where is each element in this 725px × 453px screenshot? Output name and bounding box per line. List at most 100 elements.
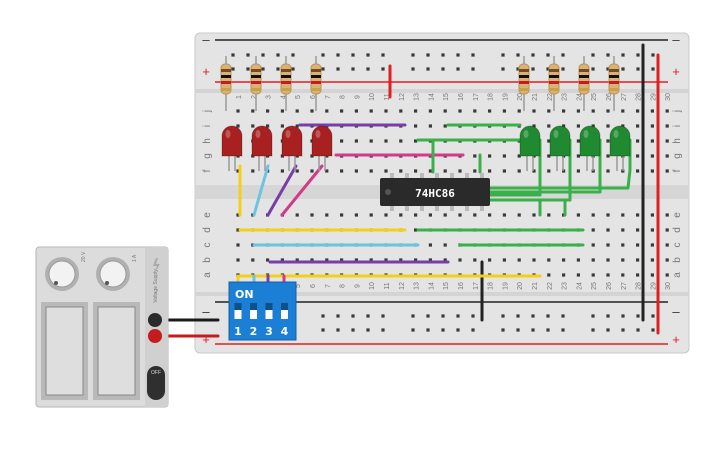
- resistor-band: [609, 81, 619, 84]
- rail-hole: [321, 67, 325, 71]
- column-number: 17: [473, 282, 480, 290]
- row-letter: d: [202, 227, 213, 233]
- display-panel-2: [97, 306, 136, 396]
- rail-hole: [606, 314, 610, 318]
- terminal-positive: [148, 329, 162, 343]
- breadboard-hole: [236, 258, 240, 262]
- rail-hole: [426, 328, 430, 332]
- breadboard-hole: [266, 109, 270, 113]
- breadboard-hole: [562, 109, 566, 113]
- column-number: 4: [280, 95, 287, 99]
- column-number: 10: [369, 282, 376, 290]
- resistor-band: [221, 81, 231, 84]
- breadboard-hole: [458, 213, 462, 217]
- wire-layer: [158, 43, 660, 338]
- rail-minus-sign: –: [672, 304, 680, 319]
- resistor-band: [549, 81, 559, 84]
- breadboard-hole: [502, 109, 506, 113]
- breadboard-hole: [606, 258, 610, 262]
- breadboard-hole: [428, 243, 432, 247]
- resistor-band: [519, 69, 529, 72]
- led-highlight: [523, 130, 529, 138]
- rail-hole: [291, 67, 295, 71]
- breadboard-hole: [636, 228, 640, 232]
- breadboard-hole: [532, 258, 536, 262]
- column-number: 13: [414, 93, 421, 101]
- resistor-band: [251, 88, 261, 91]
- resistor-band: [311, 88, 321, 91]
- resistor-band: [311, 75, 321, 78]
- led-highlight: [255, 130, 261, 138]
- column-number: 21: [532, 282, 539, 290]
- rail-hole: [351, 53, 355, 57]
- rail-hole: [546, 314, 550, 318]
- breadboard-hole: [576, 213, 580, 217]
- dip-toggle: [234, 303, 242, 319]
- row-letter: j: [672, 110, 683, 113]
- column-number: 25: [591, 282, 598, 290]
- breadboard-hole: [266, 124, 270, 128]
- rail-hole: [501, 314, 505, 318]
- rail-hole: [381, 328, 385, 332]
- breadboard-hole: [384, 109, 388, 113]
- row-letter: j: [202, 110, 213, 113]
- rail-hole: [636, 314, 640, 318]
- knob-indicator: [54, 281, 58, 285]
- row-letter: e: [672, 212, 683, 218]
- column-number: 19: [502, 282, 509, 290]
- breadboard-hole: [547, 169, 551, 173]
- breadboard-hole: [606, 228, 610, 232]
- breadboard-hole: [562, 258, 566, 262]
- led-green-4: [609, 125, 631, 157]
- breadboard-hole: [354, 169, 358, 173]
- breadboard-hole: [310, 258, 314, 262]
- row-letter: g: [202, 153, 213, 159]
- breadboard-hole: [650, 124, 654, 128]
- breadboard-hole: [621, 258, 625, 262]
- breadboard-hole: [236, 109, 240, 113]
- breadboard-hole: [428, 169, 432, 173]
- rail-hole: [591, 328, 595, 332]
- breadboard-hole: [325, 169, 329, 173]
- breadboard-hole: [384, 213, 388, 217]
- column-number: 29: [650, 93, 657, 101]
- rail-hole: [351, 328, 355, 332]
- led-red-1: [221, 125, 243, 157]
- breadboard-hole: [636, 273, 640, 277]
- column-number: 16: [458, 282, 465, 290]
- led-highlight: [553, 130, 559, 138]
- breadboard-hole: [369, 109, 373, 113]
- column-number: 21: [532, 93, 539, 101]
- breadboard-hole: [414, 169, 418, 173]
- rail-hole: [501, 53, 505, 57]
- breadboard-hole: [458, 258, 462, 262]
- row-letter: c: [672, 243, 683, 248]
- breadboard-hole: [621, 228, 625, 232]
- breadboard-hole: [576, 273, 580, 277]
- rail-hole: [336, 53, 340, 57]
- dip-switch-number: 3: [265, 325, 273, 338]
- breadboard-hole: [591, 124, 595, 128]
- resistor-band: [221, 88, 231, 91]
- resistor-band: [311, 81, 321, 84]
- column-number: 19: [502, 93, 509, 101]
- column-number: 8: [340, 95, 347, 99]
- resistor-band: [549, 88, 559, 91]
- rail-hole: [546, 53, 550, 57]
- breadboard-hole: [636, 124, 640, 128]
- breadboard-hole: [399, 169, 403, 173]
- breadboard-hole: [517, 154, 521, 158]
- breadboard-hole: [591, 213, 595, 217]
- breadboard-hole: [606, 109, 610, 113]
- led-red-3: [281, 125, 303, 157]
- wire-green-curve-4: [488, 138, 602, 194]
- chip-label: 74HC86: [415, 187, 455, 200]
- breadboard-hole: [621, 243, 625, 247]
- row-letter: d: [672, 227, 683, 233]
- column-number: 1: [236, 95, 243, 99]
- column-number: 10: [369, 93, 376, 101]
- breadboard-hole: [251, 258, 255, 262]
- breadboard-hole: [414, 213, 418, 217]
- column-number: 11: [384, 282, 391, 289]
- breadboard-rail-divider: [195, 89, 689, 93]
